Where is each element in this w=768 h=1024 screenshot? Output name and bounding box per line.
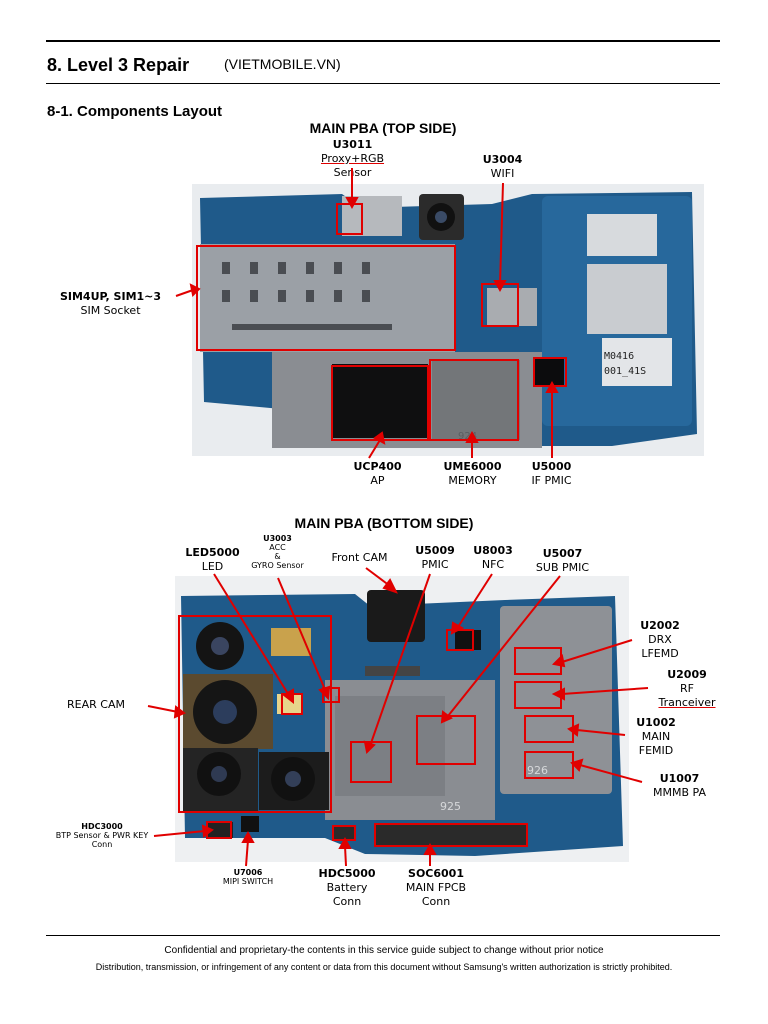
label-hdc5000-id: HDC5000 <box>318 867 376 880</box>
section-title: 8-1. Components Layout <box>47 103 223 120</box>
label-u2002-l1: DRX <box>648 633 672 646</box>
label-u3004: U3004 WIFI <box>465 153 540 181</box>
top-board-photo: M0416 001_41S 924 <box>192 184 704 456</box>
label-u2009-id: U2009 <box>667 668 707 681</box>
label-u5007: U5007 SUB PMIC <box>525 547 600 575</box>
label-frontcam: Front CAM <box>322 551 397 565</box>
header-bottom-rule <box>46 83 720 84</box>
label-u3003-l3: GYRO Sensor <box>251 561 304 570</box>
label-u3003-id: U3003 <box>263 534 292 543</box>
label-u3004-id: U3004 <box>482 153 523 166</box>
label-rearcam: REAR CAM <box>60 698 132 712</box>
label-u1007: U1007 MMMB PA <box>642 772 717 800</box>
label-u1002-l1: MAIN <box>641 730 671 743</box>
label-ucp400: UCP400 AP <box>340 460 415 488</box>
top-chip-code: 924 <box>458 431 477 442</box>
label-u3003-l2: & <box>274 552 281 561</box>
label-u5007-l1: SUB PMIC <box>535 561 590 574</box>
header-top-rule <box>46 40 720 42</box>
footer-rule <box>46 935 720 936</box>
bottom-board-photo: 926 925 <box>175 576 629 862</box>
site-label: (VIETMOBILE.VN) <box>224 56 341 72</box>
label-u5007-id: U5007 <box>542 547 583 560</box>
label-u1002-l2: FEMID <box>638 744 674 757</box>
top-board-title: MAIN PBA (TOP SIDE) <box>309 120 457 136</box>
label-ume6000-l1: MEMORY <box>448 474 497 487</box>
label-ucp400-id: UCP400 <box>353 460 402 473</box>
label-hdc5000-l1: Battery <box>326 881 368 894</box>
label-hdc3000-l1: BTP Sensor & PWR KEY <box>55 831 149 840</box>
label-u5009-id: U5009 <box>415 544 455 557</box>
label-u5000-id: U5000 <box>531 460 572 473</box>
label-u2009: U2009 RF Tranceiver <box>652 668 722 710</box>
label-u2002-id: U2002 <box>640 619 680 632</box>
label-u5000-l1: IF PMIC <box>531 474 572 487</box>
label-u3004-l1: WIFI <box>490 167 515 180</box>
label-led5000-id: LED5000 <box>185 546 240 559</box>
label-hdc3000-l2: Conn <box>91 840 113 849</box>
label-u1007-l1: MMMB PA <box>653 786 706 799</box>
label-soc6001-id: SOC6001 <box>408 867 464 880</box>
footer-line-1: Confidential and proprietary-the content… <box>164 945 604 956</box>
label-soc6001-l2: Conn <box>421 895 451 908</box>
label-u3011-id: U3011 <box>332 138 373 151</box>
bottom-chip-925: 925 <box>440 800 461 813</box>
footer-line-2: Distribution, transmission, or infringem… <box>95 962 673 972</box>
bottom-chip-926: 926 <box>527 764 548 777</box>
label-sim: SIM4UP, SIM1~3 SIM Socket <box>48 290 173 318</box>
label-sim-id: SIM4UP, SIM1~3 <box>59 290 162 303</box>
label-hdc5000: HDC5000 Battery Conn <box>312 867 382 909</box>
label-soc6001-l1: MAIN FPCB <box>405 881 467 894</box>
label-sim-l1: SIM Socket <box>80 304 141 317</box>
label-led5000: LED5000 LED <box>180 546 245 574</box>
label-u2009-l2: Tranceiver <box>658 696 716 709</box>
label-u2002-l2: LFEMD <box>641 647 679 660</box>
label-hdc3000: HDC3000 BTP Sensor & PWR KEY Conn <box>40 822 164 849</box>
label-u7006-l1: MIPI SWITCH <box>222 877 274 886</box>
label-u5009-l1: PMIC <box>421 558 449 571</box>
label-u1002: U1002 MAIN FEMID <box>626 716 686 758</box>
label-u3003-l1: ACC <box>269 543 286 552</box>
label-soc6001: SOC6001 MAIN FPCB Conn <box>392 867 480 909</box>
label-u3011: U3011 Proxy+RGB Sensor <box>300 138 405 180</box>
label-hdc3000-id: HDC3000 <box>81 822 123 831</box>
label-u2002: U2002 DRX LFEMD <box>630 619 690 661</box>
label-ume6000-id: UME6000 <box>443 460 502 473</box>
label-led5000-l1: LED <box>201 560 224 573</box>
page-title: 8. Level 3 Repair <box>47 55 190 75</box>
top-chip-text-2: 001_41S <box>604 366 646 377</box>
top-chip-text-1: M0416 <box>604 351 634 362</box>
label-u3003: U3003 ACC & GYRO Sensor <box>245 534 310 570</box>
label-u2009-l1: RF <box>680 682 694 695</box>
label-frontcam-id: Front CAM <box>331 551 388 564</box>
label-u1002-id: U1002 <box>636 716 676 729</box>
label-u7006: U7006 MIPI SWITCH <box>212 868 284 886</box>
label-rearcam-id: REAR CAM <box>67 698 125 711</box>
label-u5000: U5000 IF PMIC <box>514 460 589 488</box>
label-ume6000: UME6000 MEMORY <box>430 460 515 488</box>
label-hdc5000-l2: Conn <box>332 895 362 908</box>
label-u3011-l1: Proxy+RGB <box>320 152 385 165</box>
label-u1007-id: U1007 <box>659 772 700 785</box>
label-u7006-id: U7006 <box>233 868 263 877</box>
label-ucp400-l1: AP <box>370 474 385 487</box>
bottom-board-title: MAIN PBA (BOTTOM SIDE) <box>294 515 474 531</box>
label-u5009: U5009 PMIC <box>405 544 465 572</box>
label-u8003: U8003 NFC <box>463 544 523 572</box>
label-u8003-l1: NFC <box>481 558 505 571</box>
label-u8003-id: U8003 <box>473 544 513 557</box>
